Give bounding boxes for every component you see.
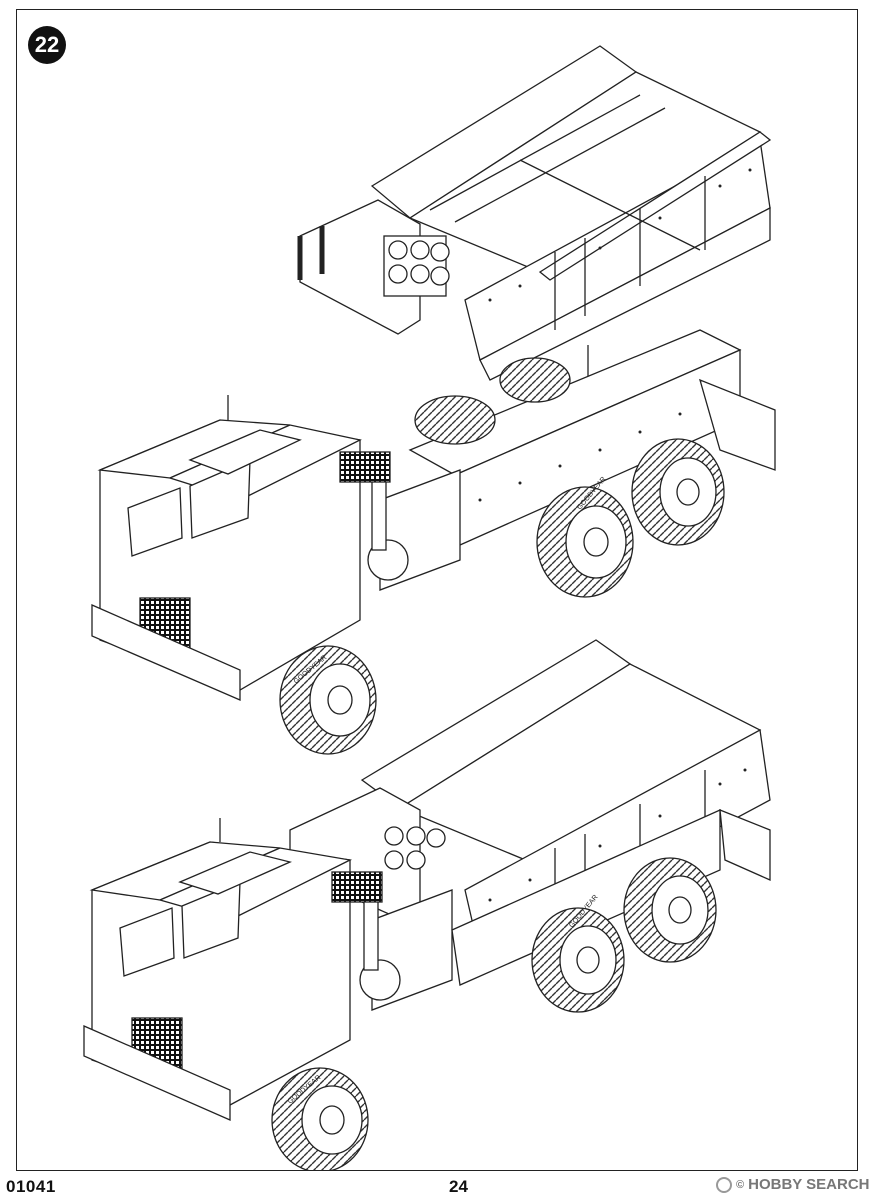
assembly-illustration: GOODYEAR GOODYEAR GOODYEAR GOODYEAR: [83, 45, 776, 1170]
front-wheel-bottom: [271, 1067, 369, 1170]
step-number: 22: [34, 32, 60, 57]
truck-assembled-bottom: [83, 639, 771, 1170]
step-number-badge: 22: [28, 26, 66, 64]
middle-wheel-mid: [536, 486, 634, 598]
page-number: 24: [449, 1177, 468, 1196]
product-code: 01041: [6, 1177, 56, 1196]
launcher-module-top: [297, 45, 772, 381]
rear-wheel-mid: [631, 438, 725, 546]
page-border: [16, 9, 858, 1171]
middle-wheel-bottom: [531, 907, 625, 1013]
watermark-copyright: ©: [736, 1178, 745, 1191]
watermark: © HOBBY SEARCH: [716, 1176, 870, 1193]
front-wheel-mid: [279, 645, 377, 755]
truck-chassis-mid: [91, 329, 776, 755]
watermark-text: HOBBY SEARCH: [748, 1176, 870, 1193]
rear-wheel-bottom: [623, 857, 717, 963]
hobby-search-logo-icon: [716, 1176, 732, 1193]
